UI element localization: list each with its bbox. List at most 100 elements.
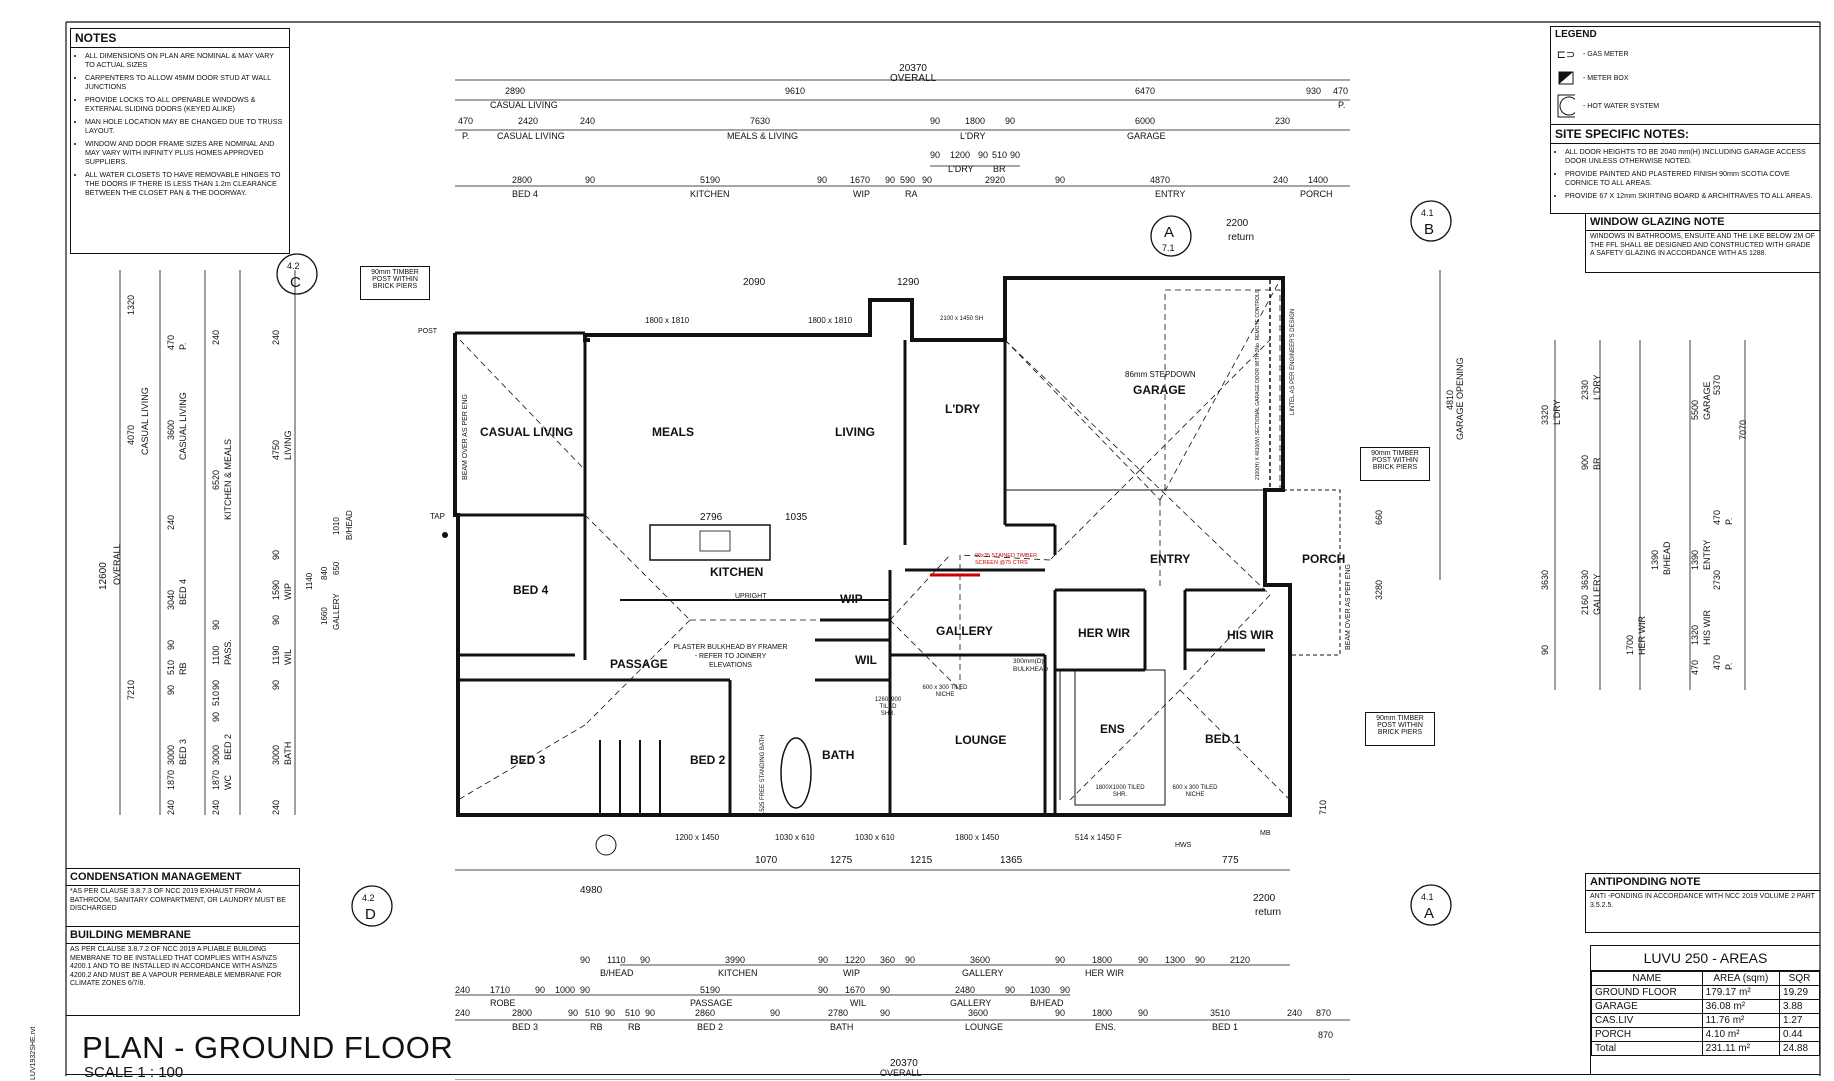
dim-label: BED 3 [512,1022,539,1032]
dim-label: BATH [830,1022,854,1032]
window-label: 1800 x 1810 [808,316,853,325]
bulkhead-callout: 300mm(D) BULKHEAD [1013,658,1049,673]
section-letter: B [1424,221,1435,238]
dim-value: 2796 [700,512,723,523]
membrane-heading: BUILDING MEMBRANE [66,926,299,944]
dim-value: 3000 [166,744,176,765]
dim-value: 90 [905,955,916,965]
garage-callout: 86mm STEPDOWN [1125,370,1196,379]
plan-title: PLAN - GROUND FLOOR [82,1030,454,1065]
room-label: GARAGE [1133,383,1186,397]
dim-value: 870 [1318,1030,1334,1040]
room-label: BED 4 [513,583,549,597]
dim-value: 5500 [1690,399,1700,420]
dim-label: KITCHEN [718,968,758,978]
dim-label: WIL [850,998,867,1008]
section-letter: D [365,906,376,923]
kitchen-island [649,524,771,561]
window-glazing-text: WINDOWS IN BATHROOMS, ENSUITE AND THE LI… [1590,233,1815,257]
dim-value: 1390 [1650,549,1660,570]
dim-label: BED 4 [512,189,539,199]
dim-value: 12600 [98,562,109,590]
dim-value: 90 [211,619,221,630]
dim-value: 650 [332,561,341,575]
room-label: ENTRY [1150,552,1191,566]
dim-value: 90 [885,175,896,185]
dim-value: 7070 [1738,419,1748,440]
hot-water-icon [1557,94,1575,118]
dim-value: 20370 [899,63,927,74]
section-num: 4.2 [362,893,375,903]
room-label: CASUAL LIVING [480,425,574,439]
dim-label: BED 3 [178,738,188,765]
note-item: PROVIDE LOCKS TO ALL OPENABLE WINDOWS & … [85,95,285,113]
dim-label: GALLERY [962,968,1004,978]
dim-label: KITCHEN & MEALS [223,438,233,520]
condensation-text: *AS PER CLAUSE 3.8.7.3 OF NCC 2019 EXHAU… [70,888,286,912]
dim-value: 3600 [970,955,991,965]
section-num: 4.1 [1421,208,1434,218]
membrane-text: AS PER CLAUSE 3.8.7.2 OF NCC 2019 A PLIA… [70,946,282,987]
dim-label: GARAGE [1127,131,1166,141]
dim-label: BED 2 [697,1022,724,1032]
dim-label: B/HEAD [1030,998,1064,1008]
dim-value: 1030 [1030,985,1051,995]
room-label: HIS WIR [1227,628,1274,642]
site-note-item: PROVIDE 67 X 12mm SKIRTING BOARD & ARCHI… [1565,191,1816,200]
dim-value: 2480 [955,985,976,995]
dim-label: B/HEAD [345,510,354,540]
dim-value: 2890 [505,86,526,96]
dim-value: 5370 [1712,374,1722,395]
dim-lines [119,79,1746,1080]
site-notes-heading: SITE SPECIFIC NOTES: [1551,125,1820,144]
dim-label: LIVING [283,430,293,460]
shower-callout: 1800X1000 TILED SHR. [1095,785,1145,798]
dim-value: 90 [535,985,546,995]
dim-label: P. [1338,100,1346,110]
dim-label: CASUAL LIVING [490,100,558,110]
room-label: MEALS [652,425,694,439]
dim-value: 3990 [725,955,746,965]
dim-label: L'DRY [1552,399,1562,425]
dim-value: 6000 [1135,116,1156,126]
site-notes-panel: SITE SPECIFIC NOTES: ALL DOOR HEIGHTS TO… [1550,124,1820,214]
beam-note: BEAM OVER AS PER ENG [462,394,469,480]
dim-value: 510 [585,1008,601,1018]
dim-value: 3630 [1540,569,1550,590]
section-num: 4.2 [287,261,300,271]
dim-value: 1220 [845,955,866,965]
dim-value: 90 [271,549,281,560]
dim-label: HER WIR [1637,616,1647,655]
legend-item-hws: - HOT WATER SYSTEM [1551,90,1820,122]
dim-value: 1140 [305,572,314,590]
dim-value: 1400 [1308,175,1329,185]
dim-value: 470 [458,116,474,126]
dim-label: GALLERY [1592,573,1602,615]
dim-value: 3000 [211,744,221,765]
site-note-item: PROVIDE PAINTED AND PLASTERED FINISH 90m… [1565,169,1816,187]
sink-icon [699,530,731,552]
dim-label: LOUNGE [965,1022,1004,1032]
dim-value: 90 [645,1008,656,1018]
notes-panel: NOTES ALL DIMENSIONS ON PLAN ARE NOMINAL… [70,28,290,254]
dim-value: 90 [930,116,941,126]
dim-label: PASS. [223,639,233,665]
dim-label: return [1228,232,1255,243]
post-callout: 90mm TIMBER POST WITHIN BRICK PIERS [1360,447,1430,481]
section-markers [276,200,1452,927]
dim-value: 240 [271,329,281,345]
dim-value: 2780 [828,1008,849,1018]
dim-value: 240 [166,799,176,815]
dim-value: 3040 [166,589,176,610]
dim-value: 1200 [950,150,971,160]
dim-label: OVERALL [112,543,122,585]
dim-value: 90 [1005,985,1016,995]
dim-value: 90 [605,1008,616,1018]
dim-value: 660 [1374,509,1384,525]
legend-panel: LEGEND ⊏⊃ - GAS METER - METER BOX - HOT … [1550,26,1820,126]
dim-value: 1590 [271,579,281,600]
dim-value: 1300 [1165,955,1186,965]
dim-value: 2160 [1580,594,1590,615]
